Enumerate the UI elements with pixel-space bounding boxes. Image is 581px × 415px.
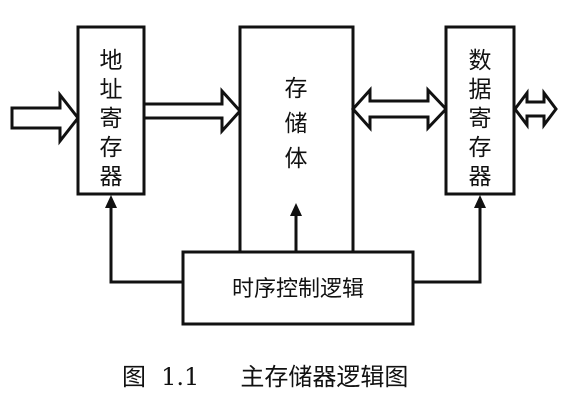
vertical-label-char: 寄 bbox=[469, 106, 492, 132]
vertical-label-char: 寄 bbox=[100, 106, 123, 132]
control-arrowhead-storage bbox=[290, 203, 302, 216]
output-bidirectional-arrow bbox=[513, 88, 558, 130]
data-register-block bbox=[444, 25, 516, 196]
address-register-label: 地址寄存器 bbox=[100, 48, 123, 190]
storage-label: 存储体 bbox=[285, 76, 308, 172]
vertical-label-char: 据 bbox=[469, 77, 492, 103]
timing-control-label: 时序控制逻辑 bbox=[232, 277, 364, 302]
vertical-label-char: 体 bbox=[285, 146, 308, 172]
address-to-storage-arrow bbox=[142, 87, 243, 135]
control-arrowhead-address bbox=[105, 195, 117, 208]
vertical-label-char: 存 bbox=[469, 135, 492, 161]
address-register-block bbox=[76, 25, 146, 196]
caption-prefix: 图 bbox=[122, 363, 146, 391]
caption-title: 主存储器逻辑图 bbox=[240, 363, 408, 391]
vertical-label-char: 数 bbox=[469, 48, 492, 74]
vertical-label-char: 器 bbox=[100, 164, 123, 190]
vertical-label-char: 储 bbox=[285, 111, 308, 137]
vertical-label-char: 地 bbox=[100, 48, 123, 74]
vertical-label-char: 存 bbox=[285, 76, 308, 102]
figure-caption: 图 1.1 主存储器逻辑图 bbox=[122, 363, 408, 391]
timing-control-block bbox=[181, 250, 415, 326]
vertical-label-char: 址 bbox=[100, 77, 123, 103]
data-register-label: 数据寄存器 bbox=[469, 48, 492, 190]
vertical-label-char: 器 bbox=[469, 164, 492, 190]
control-line-to-address-register bbox=[109, 206, 183, 284]
control-line-to-data-register bbox=[413, 206, 482, 284]
vertical-label-char: 存 bbox=[100, 135, 123, 161]
input-arrow bbox=[10, 90, 80, 146]
storage-data-bidirectional-arrow bbox=[350, 86, 449, 132]
caption-number: 1.1 bbox=[161, 363, 199, 391]
control-arrowhead-data bbox=[474, 195, 486, 208]
